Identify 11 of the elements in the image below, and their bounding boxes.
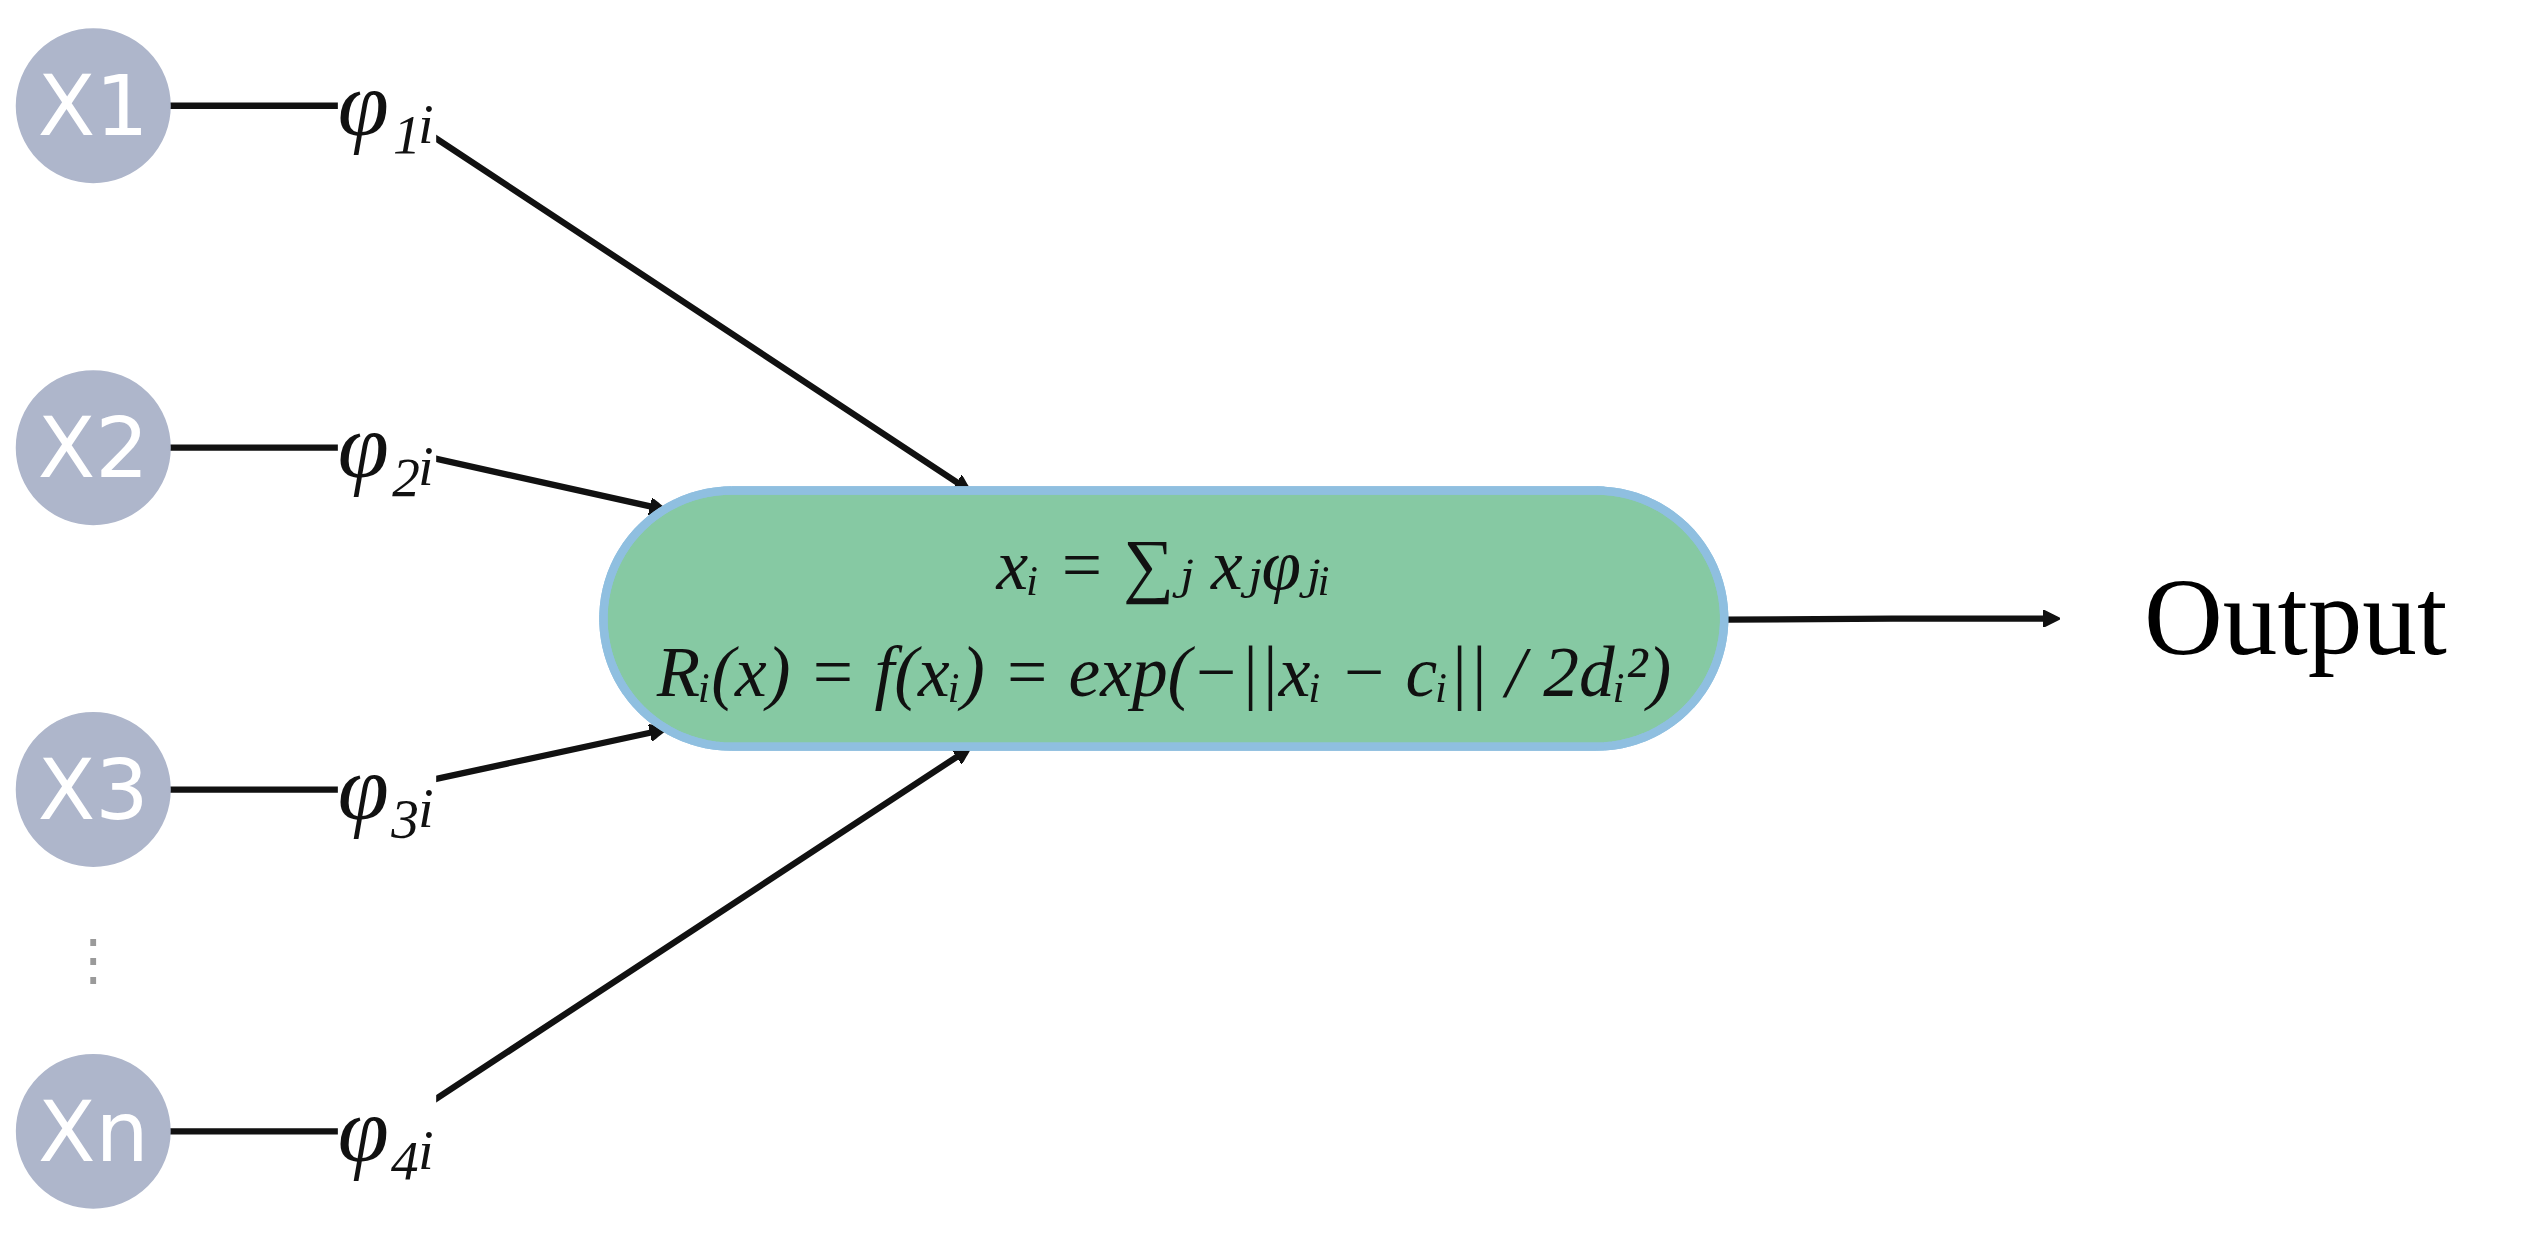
edge-label: φ₄ᵢ — [337, 1078, 436, 1182]
arrow — [1725, 609, 2061, 628]
node-circle: X2 — [15, 370, 171, 526]
node-circle: X3 — [15, 712, 171, 868]
node-circle: Xn — [15, 1053, 171, 1209]
edge-label: φ₂ᵢ — [337, 395, 436, 499]
edge-label: φ₁ᵢ — [337, 53, 436, 157]
ellipsis-mark: ⋮ — [65, 932, 122, 989]
node-circle: X1 — [15, 28, 171, 184]
node-text: Output — [2143, 557, 2448, 678]
edge-label: φ₃ᵢ — [337, 737, 436, 840]
